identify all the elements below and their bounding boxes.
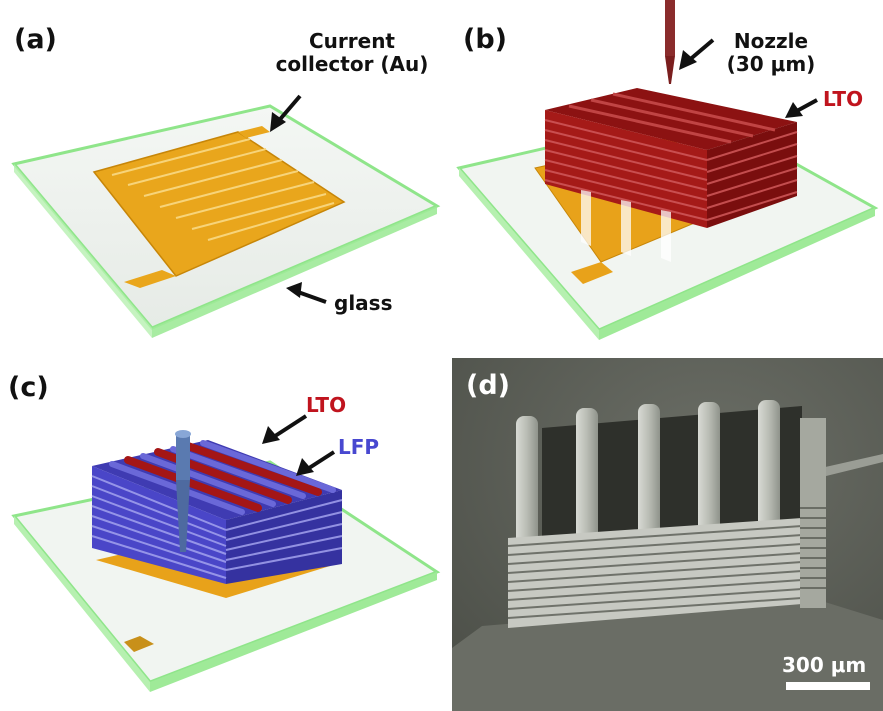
scale-bar-label: 300 μm [782, 653, 867, 677]
sem-image [452, 358, 883, 711]
lto-arrow [785, 98, 818, 118]
nozzle-label: Nozzle (30 μm) [711, 30, 831, 76]
current-collector-line2: collector (Au) [275, 52, 429, 76]
nozzle-arrow [679, 38, 715, 70]
scale-bar [786, 682, 870, 690]
panel-a-label: (a) [14, 24, 57, 55]
sem-layered-base [507, 518, 803, 628]
lto-label: LTO [823, 87, 864, 111]
lto-label: LTO [306, 393, 347, 417]
glass-label: glass [334, 291, 393, 315]
lfp-label: LFP [338, 435, 380, 459]
lto-structure [544, 88, 798, 262]
current-collector-line1: Current [308, 29, 395, 53]
panel-a: (a) Current collector (Au) glass [0, 0, 441, 352]
panel-c-label: (c) [8, 372, 49, 403]
current-collector-label: Current collector (Au) [272, 30, 432, 76]
panel-d-label: (d) [466, 370, 511, 401]
lto-arrow [262, 414, 308, 444]
glass-arrow [286, 282, 327, 304]
current-collector-au [92, 126, 346, 288]
panel-c-illustration [11, 414, 441, 692]
glass-slide-edge [152, 206, 437, 338]
panel-b-label: (b) [463, 24, 508, 55]
panel-c: (c) LTO LFP [0, 352, 441, 711]
panel-b: (b) Nozzle (30 μm) LTO [441, 0, 883, 352]
collector-arrow [270, 94, 302, 132]
nozzle-label-line1: Nozzle [733, 29, 809, 53]
nozzle [175, 430, 191, 552]
panel-d: (d) 300 μm [452, 358, 883, 711]
nozzle [665, 0, 675, 84]
panel-a-illustration [11, 94, 441, 338]
panel-b-illustration [456, 0, 879, 340]
lfp-arrow [296, 450, 336, 476]
nozzle-label-line2: (30 μm) [726, 52, 816, 76]
